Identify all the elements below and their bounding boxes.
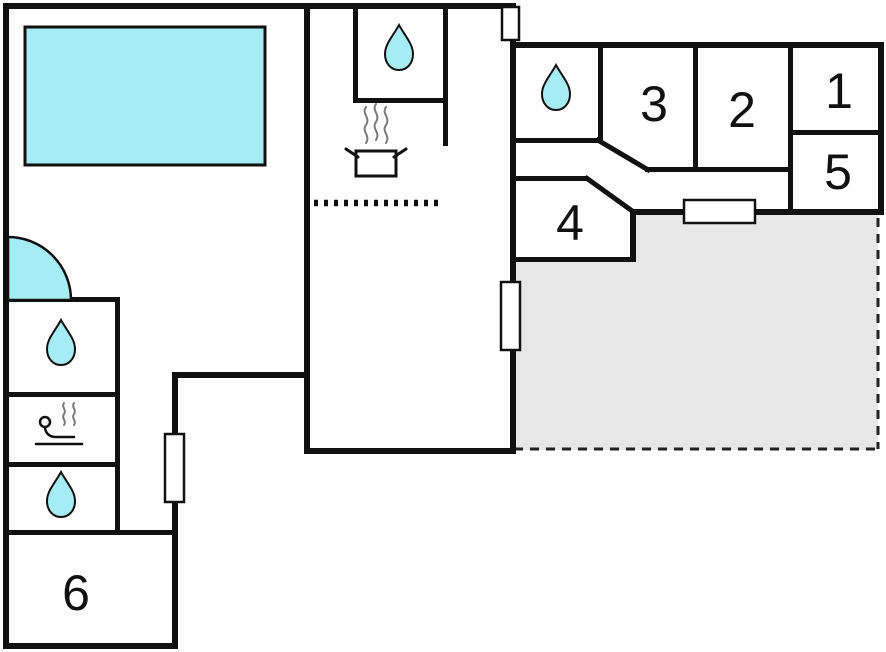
wall-outer-top [3, 3, 516, 9]
water-drop-icon [383, 22, 415, 72]
water-drop-icon [45, 317, 77, 367]
wall-outer-left [3, 3, 9, 649]
wall-kitchen-right [510, 3, 516, 454]
wall-smallbath-left [353, 3, 358, 103]
room-5-label: 5 [824, 144, 852, 200]
wall-bathroom-right [598, 42, 603, 143]
wall-sauna-bath-divider [3, 462, 120, 467]
terrace-door-opening [682, 198, 757, 225]
door-swing-arc [6, 235, 73, 302]
water-drop-icon [45, 469, 77, 519]
wall-bathroom-bottom [510, 138, 600, 143]
water-drop-icons [45, 22, 572, 519]
room-labels: 1 2 3 4 5 6 [62, 63, 853, 621]
wall-diagonal-hall-upper [594, 136, 652, 174]
water-drop-icon [540, 62, 572, 112]
pool [23, 25, 267, 167]
wall-rooms23-bottom [645, 167, 791, 172]
room-1-label: 1 [825, 63, 853, 119]
window-top-right [500, 5, 521, 42]
room-3-label: 3 [640, 76, 668, 132]
wall-livingroom-bottom [172, 372, 310, 378]
window-right-middle [499, 280, 522, 352]
wall-smallbath-bottom [353, 98, 448, 103]
room-4-label: 4 [556, 195, 584, 251]
wall-diagonal-room4 [583, 174, 637, 216]
walls [3, 3, 884, 649]
wall-room6-bottom [3, 643, 178, 649]
pot [354, 149, 398, 178]
window-left-wing [163, 432, 186, 504]
wall-kitchen-bottom [304, 448, 516, 454]
wall-room4-right [630, 209, 636, 262]
wall-room2-room1 [788, 42, 793, 215]
pot-handle-right [392, 147, 408, 159]
pot-handle-left [344, 147, 360, 159]
wall-rightwing-right [878, 42, 884, 215]
wall-leftcolumn-right [115, 297, 120, 535]
wall-room1-room5 [788, 130, 884, 135]
stove-icon [344, 103, 408, 178]
wall-bath-sauna-divider [3, 392, 120, 397]
windows [163, 5, 757, 504]
terrace-area [516, 215, 878, 450]
room-2-label: 2 [728, 82, 756, 138]
wall-room4-bottom [510, 257, 636, 262]
wall-left-wing-right [172, 372, 178, 649]
wall-room3-room2 [693, 42, 698, 172]
wall-room4-top [510, 176, 588, 181]
sauna-icon [34, 402, 84, 446]
wall-kitchen-left [304, 3, 310, 454]
wall-smallbath-right [443, 3, 448, 146]
room-6-label: 6 [62, 565, 90, 621]
wall-terrace-top [630, 209, 884, 215]
wall-room6-top [3, 530, 178, 535]
